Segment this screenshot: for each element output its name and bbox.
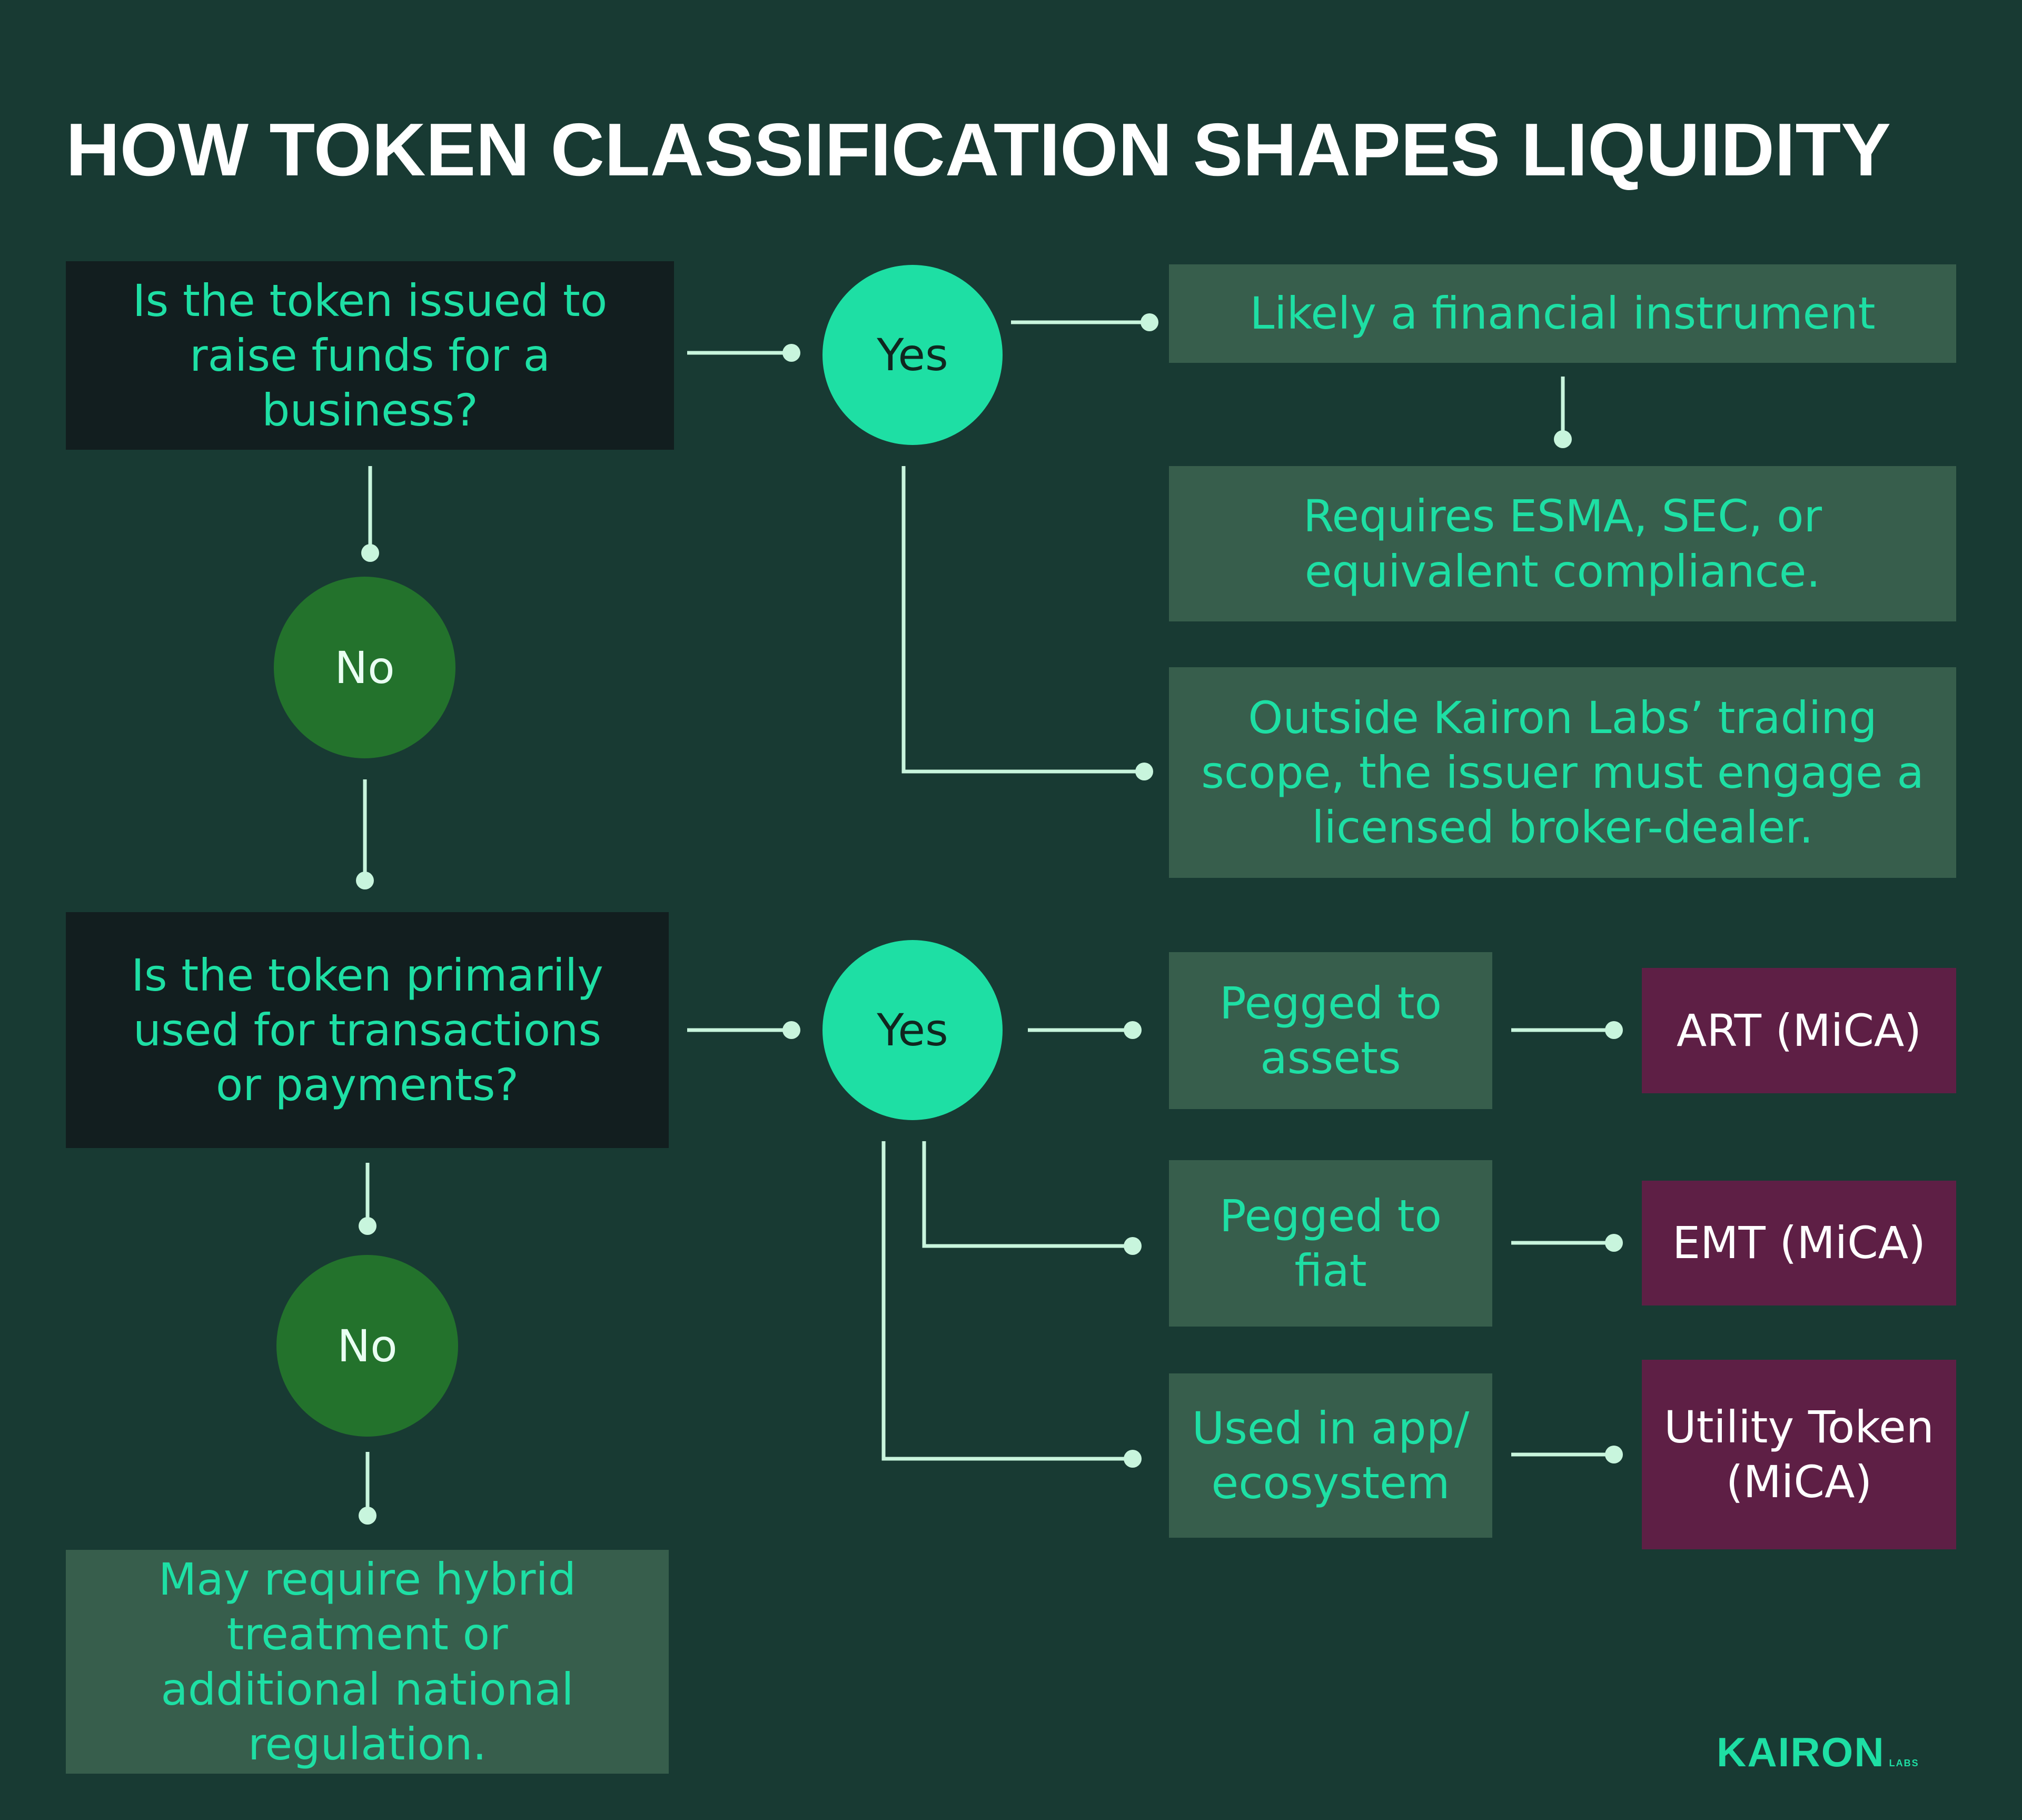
connector-dot — [359, 1507, 376, 1525]
connector-dot — [361, 544, 379, 562]
logo-wordmark: KAIRON — [1717, 1729, 1885, 1775]
used-in-app-text: Used in app/ ecosystem — [1192, 1402, 1470, 1509]
emt-mica-box: EMT (MiCA) — [1642, 1181, 1956, 1305]
utility-token-mica-box: Utility Token (MiCA) — [1642, 1360, 1956, 1549]
pegged-assets-box: Pegged to assets — [1169, 952, 1492, 1109]
compliance-text: Requires ESMA, SEC, or equivalent compli… — [1303, 490, 1822, 597]
art-mica-text: ART (MiCA) — [1676, 1004, 1922, 1056]
connector-dot — [1124, 1021, 1142, 1039]
yes-node-1: Yes — [822, 265, 1003, 445]
connector-dot — [1135, 763, 1153, 780]
fallback-text: May require hybrid treatment or addition… — [158, 1554, 577, 1770]
connector-dot — [1124, 1237, 1142, 1255]
connector-yes1-scope — [901, 466, 1143, 774]
yes-label: Yes — [877, 329, 948, 381]
no-node-1: No — [274, 577, 455, 758]
financial-instrument-box: Likely a financial instrument — [1169, 264, 1956, 363]
outside-scope-text: Outside Kairon Labs’ trading scope, the … — [1201, 691, 1924, 854]
used-in-app-box: Used in app/ ecosystem — [1169, 1373, 1492, 1538]
outside-scope-box: Outside Kairon Labs’ trading scope, the … — [1169, 667, 1956, 878]
utility-token-mica-text: Utility Token (MiCA) — [1664, 1401, 1934, 1508]
connector-yes2-fiat — [922, 1141, 1131, 1248]
connector-yes2-app — [881, 1141, 1131, 1461]
no-node-2: No — [276, 1255, 458, 1437]
pegged-fiat-text: Pegged to fiat — [1219, 1190, 1442, 1297]
yes-node-2: Yes — [822, 940, 1003, 1120]
no-label: No — [334, 641, 395, 694]
connector-dot — [1605, 1446, 1623, 1463]
kairon-labs-logo: KAIRON LABS — [1717, 1728, 1919, 1776]
question-1-box: Is the token issued to raise funds for a… — [66, 261, 674, 450]
page-title: HOW TOKEN CLASSIFICATION SHAPES LIQUIDIT… — [66, 108, 1891, 192]
connector-dot — [1141, 313, 1158, 331]
fallback-box: May require hybrid treatment or addition… — [66, 1550, 669, 1774]
compliance-box: Requires ESMA, SEC, or equivalent compli… — [1169, 466, 1956, 621]
emt-mica-text: EMT (MiCA) — [1672, 1217, 1926, 1269]
connector-dot — [782, 1021, 800, 1039]
financial-instrument-text: Likely a financial instrument — [1250, 288, 1876, 340]
connector-dot — [782, 344, 800, 362]
connector-dot — [1124, 1450, 1142, 1468]
connector-dot — [359, 1217, 376, 1235]
pegged-assets-text: Pegged to assets — [1219, 977, 1442, 1084]
logo-subtext: LABS — [1889, 1758, 1919, 1768]
pegged-fiat-box: Pegged to fiat — [1169, 1160, 1492, 1327]
connector-dot — [356, 872, 374, 889]
connector-dot — [1605, 1021, 1623, 1039]
yes-label: Yes — [877, 1004, 948, 1056]
art-mica-box: ART (MiCA) — [1642, 968, 1956, 1093]
question-2-box: Is the token primarily used for transact… — [66, 912, 669, 1148]
no-label: No — [337, 1320, 398, 1372]
question-2-text: Is the token primarily used for transact… — [131, 949, 603, 1111]
connector-dot — [1605, 1234, 1623, 1252]
connector-dot — [1554, 430, 1572, 448]
question-1-text: Is the token issued to raise funds for a… — [132, 274, 608, 437]
